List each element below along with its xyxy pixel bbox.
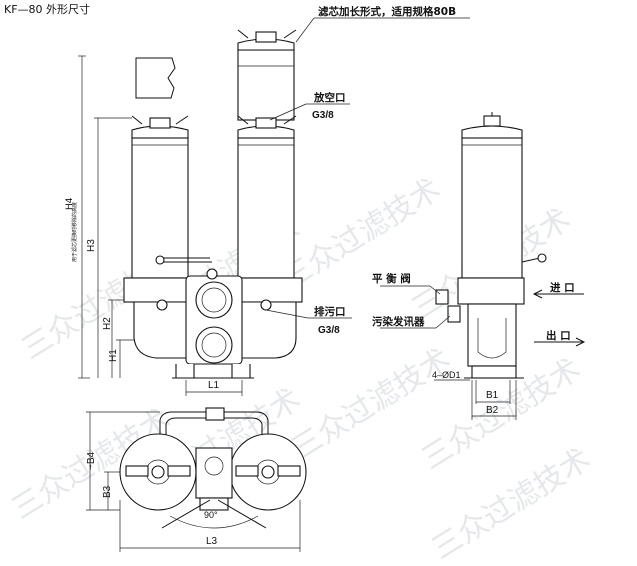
- dim-h1: H1: [108, 349, 119, 362]
- dim-l1: L1: [208, 380, 220, 391]
- dim-b4: ~B4: [86, 451, 97, 470]
- label-inlet: 进 口: [550, 281, 575, 294]
- dim-b1: B1: [486, 390, 499, 401]
- dim-h4: H4: [65, 197, 75, 210]
- drawing-title: KF—80 外形尺寸: [4, 2, 90, 16]
- right-foot: [231, 364, 251, 379]
- label-vent: 放空口: [313, 91, 346, 104]
- dim-h2: H2: [102, 317, 113, 330]
- side-foot: [471, 365, 517, 379]
- top-lever-right: [217, 499, 267, 529]
- drain-plug-right: [260, 299, 272, 311]
- side-flange: [457, 277, 525, 305]
- dim-angle: 90°: [204, 510, 218, 520]
- dim-holes: 4–ØD1: [432, 370, 461, 380]
- right-bowl-flange: [237, 277, 303, 303]
- right-housing: [237, 137, 295, 279]
- clog-indicator: [447, 305, 461, 323]
- left-housing: [131, 137, 189, 279]
- right-top-handle: [237, 29, 297, 43]
- valve-port-top: [195, 281, 233, 319]
- valve-port-bottom: [195, 326, 233, 364]
- front-dimensions: [78, 55, 243, 396]
- top-view: 90° ~B4 B3 L3: [86, 407, 307, 552]
- label-outlet: 出 口: [546, 329, 571, 342]
- dim-l3: L3: [206, 536, 218, 547]
- label-drain-size: G3/8: [318, 325, 340, 336]
- top-valve-block: [195, 447, 233, 499]
- side-valve-body: [467, 303, 517, 367]
- right-extended-housing: [237, 49, 295, 121]
- dim-b2: B2: [486, 405, 499, 416]
- dim-b3: B3: [102, 485, 113, 498]
- right-bowl: [237, 301, 297, 359]
- left-bowl-flange: [123, 277, 191, 303]
- side-view: 平 衡 阀 污染发讯器 进 口 出 口 4–ØD1 B1 B2: [372, 112, 586, 420]
- left-bowl: [133, 301, 191, 359]
- left-foot: [175, 364, 195, 379]
- vertical-note: 用于滤芯更换时移除的高度: [71, 202, 78, 262]
- label-extended-type: 滤芯加长形式，适用规格80B: [318, 5, 456, 18]
- label-indicator: 污染发讯器: [372, 315, 425, 328]
- label-drain: 排污口: [314, 305, 346, 318]
- front-view: H4 用于滤芯更换时移除的高度 H3 H2 H1 L1 滤芯加长形式，适用规格8…: [65, 5, 470, 396]
- extension-outline: [135, 57, 176, 99]
- side-housing: [461, 137, 523, 279]
- side-lever: [521, 257, 541, 263]
- left-handle: [131, 115, 189, 129]
- top-lever-left: [161, 499, 211, 529]
- label-vent-size: G3/8: [312, 110, 334, 121]
- side-cap: [461, 125, 523, 139]
- label-balance-valve: 平 衡 阀: [372, 272, 411, 285]
- changeover-lever: [155, 255, 212, 265]
- drain-plug-left: [156, 299, 168, 311]
- dim-h3: H3: [86, 239, 97, 252]
- right-handle: [237, 115, 297, 129]
